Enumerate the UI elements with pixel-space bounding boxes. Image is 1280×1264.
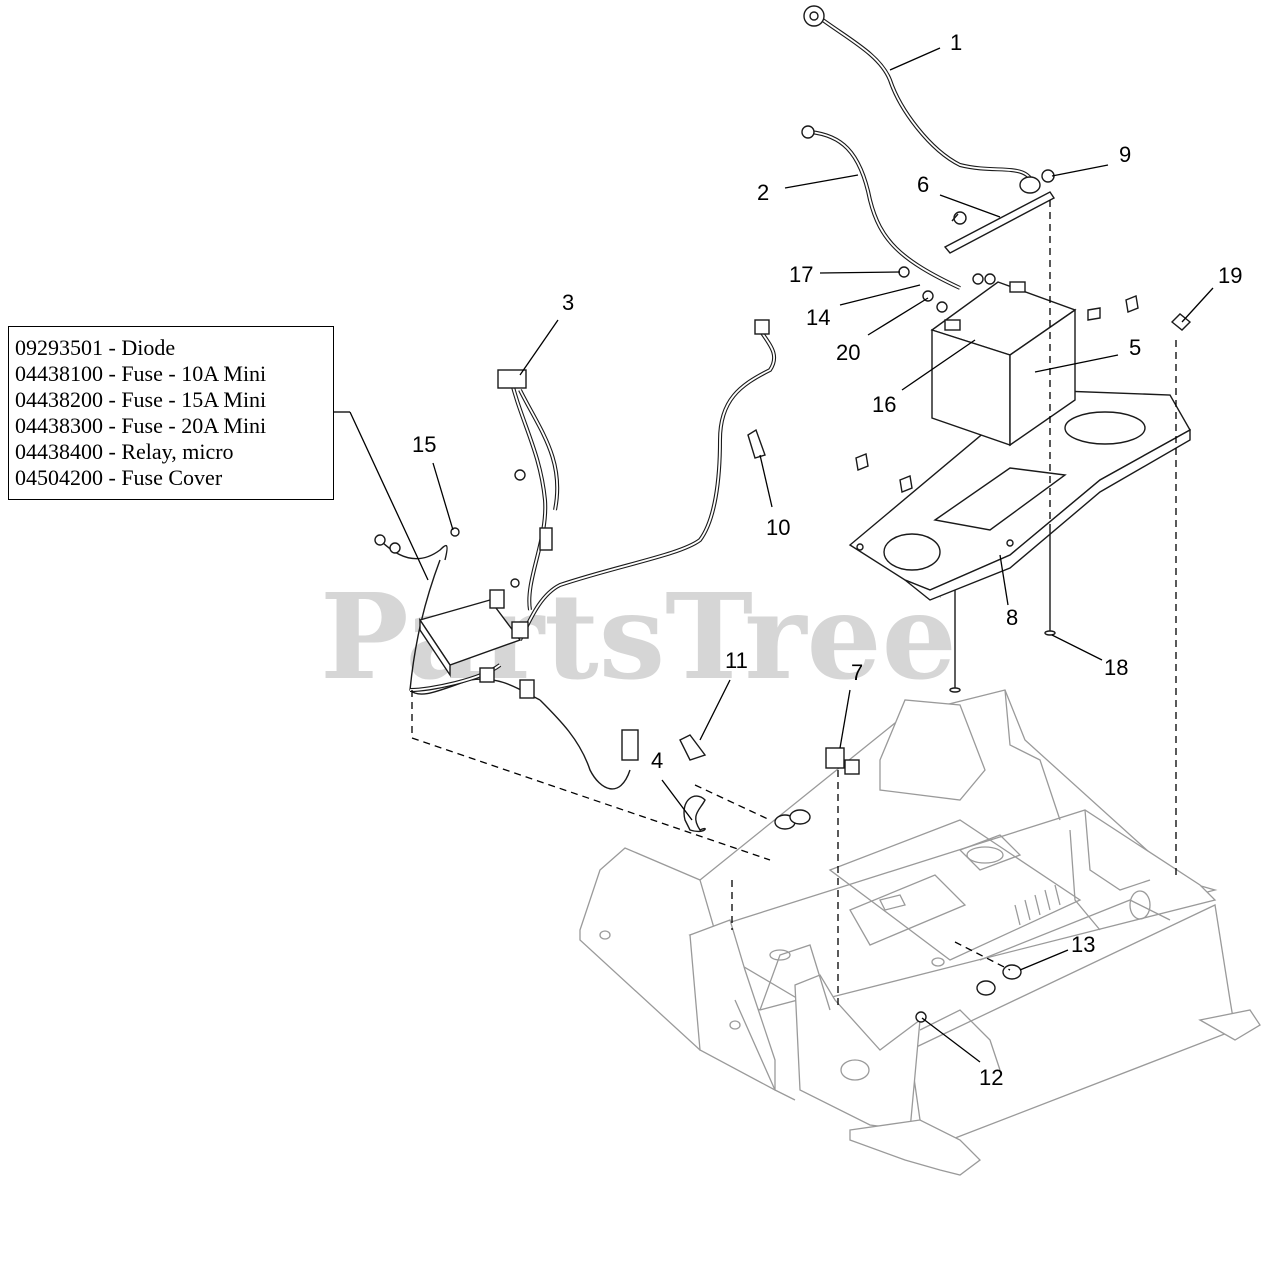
callout-17: 17	[789, 262, 813, 287]
positive-cable	[803, 5, 1041, 194]
callout-8: 8	[1006, 605, 1018, 630]
legend-item-diode: 09293501 - Diode	[15, 335, 176, 360]
legend-item-fuse-15a: 04438200 - Fuse - 15A Mini	[15, 387, 267, 412]
callout-2: 2	[757, 180, 769, 205]
callout-16: 16	[872, 392, 896, 417]
callout-11: 11	[725, 648, 748, 673]
hold-down-bar	[943, 191, 1056, 254]
svg-text:PartsTree: PartsTree	[320, 567, 957, 706]
callout-13: 13	[1071, 932, 1095, 957]
legend-item-fuse-cover: 04504200 - Fuse Cover	[15, 465, 223, 490]
callout-4: 4	[651, 748, 663, 773]
callout-10: 10	[766, 515, 790, 540]
frame-slots	[1014, 884, 1061, 926]
callout-3: 3	[562, 290, 574, 315]
callout-18: 18	[1104, 655, 1128, 680]
callout-7: 7	[851, 660, 863, 685]
legend-item-fuse-20a: 04438300 - Fuse - 20A Mini	[15, 413, 267, 438]
parts-legend-box: 09293501 - Diode 04438100 - Fuse - 10A M…	[8, 326, 334, 500]
battery-tray	[848, 389, 1191, 601]
clips-grommets	[679, 428, 1022, 1023]
callout-14: 14	[806, 305, 830, 330]
callout-labels: 1 2 3 4 5 6 7 8 9 10 11 12 13 14 15 16 1…	[412, 30, 1242, 1090]
callout-12: 12	[979, 1065, 1003, 1090]
assembly-lines	[411, 200, 1177, 1010]
callout-1: 1	[950, 30, 962, 55]
callout-9: 9	[1119, 142, 1131, 167]
callout-6: 6	[917, 172, 929, 197]
legend-item-relay: 04438400 - Relay, micro	[15, 439, 234, 464]
negative-cable	[801, 125, 961, 290]
callout-19: 19	[1218, 263, 1242, 288]
hardware	[855, 169, 1192, 493]
chassis-frame	[579, 689, 1261, 1176]
leader-lines	[334, 47, 1214, 1063]
rods	[949, 530, 1056, 693]
callout-5: 5	[1129, 335, 1141, 360]
legend-item-fuse-10a: 04438100 - Fuse - 10A Mini	[15, 361, 267, 386]
callout-20: 20	[836, 340, 860, 365]
watermark: PartsTree TM	[320, 567, 957, 706]
battery	[930, 281, 1077, 447]
callout-15: 15	[412, 432, 436, 457]
wiring-harness	[374, 319, 777, 790]
